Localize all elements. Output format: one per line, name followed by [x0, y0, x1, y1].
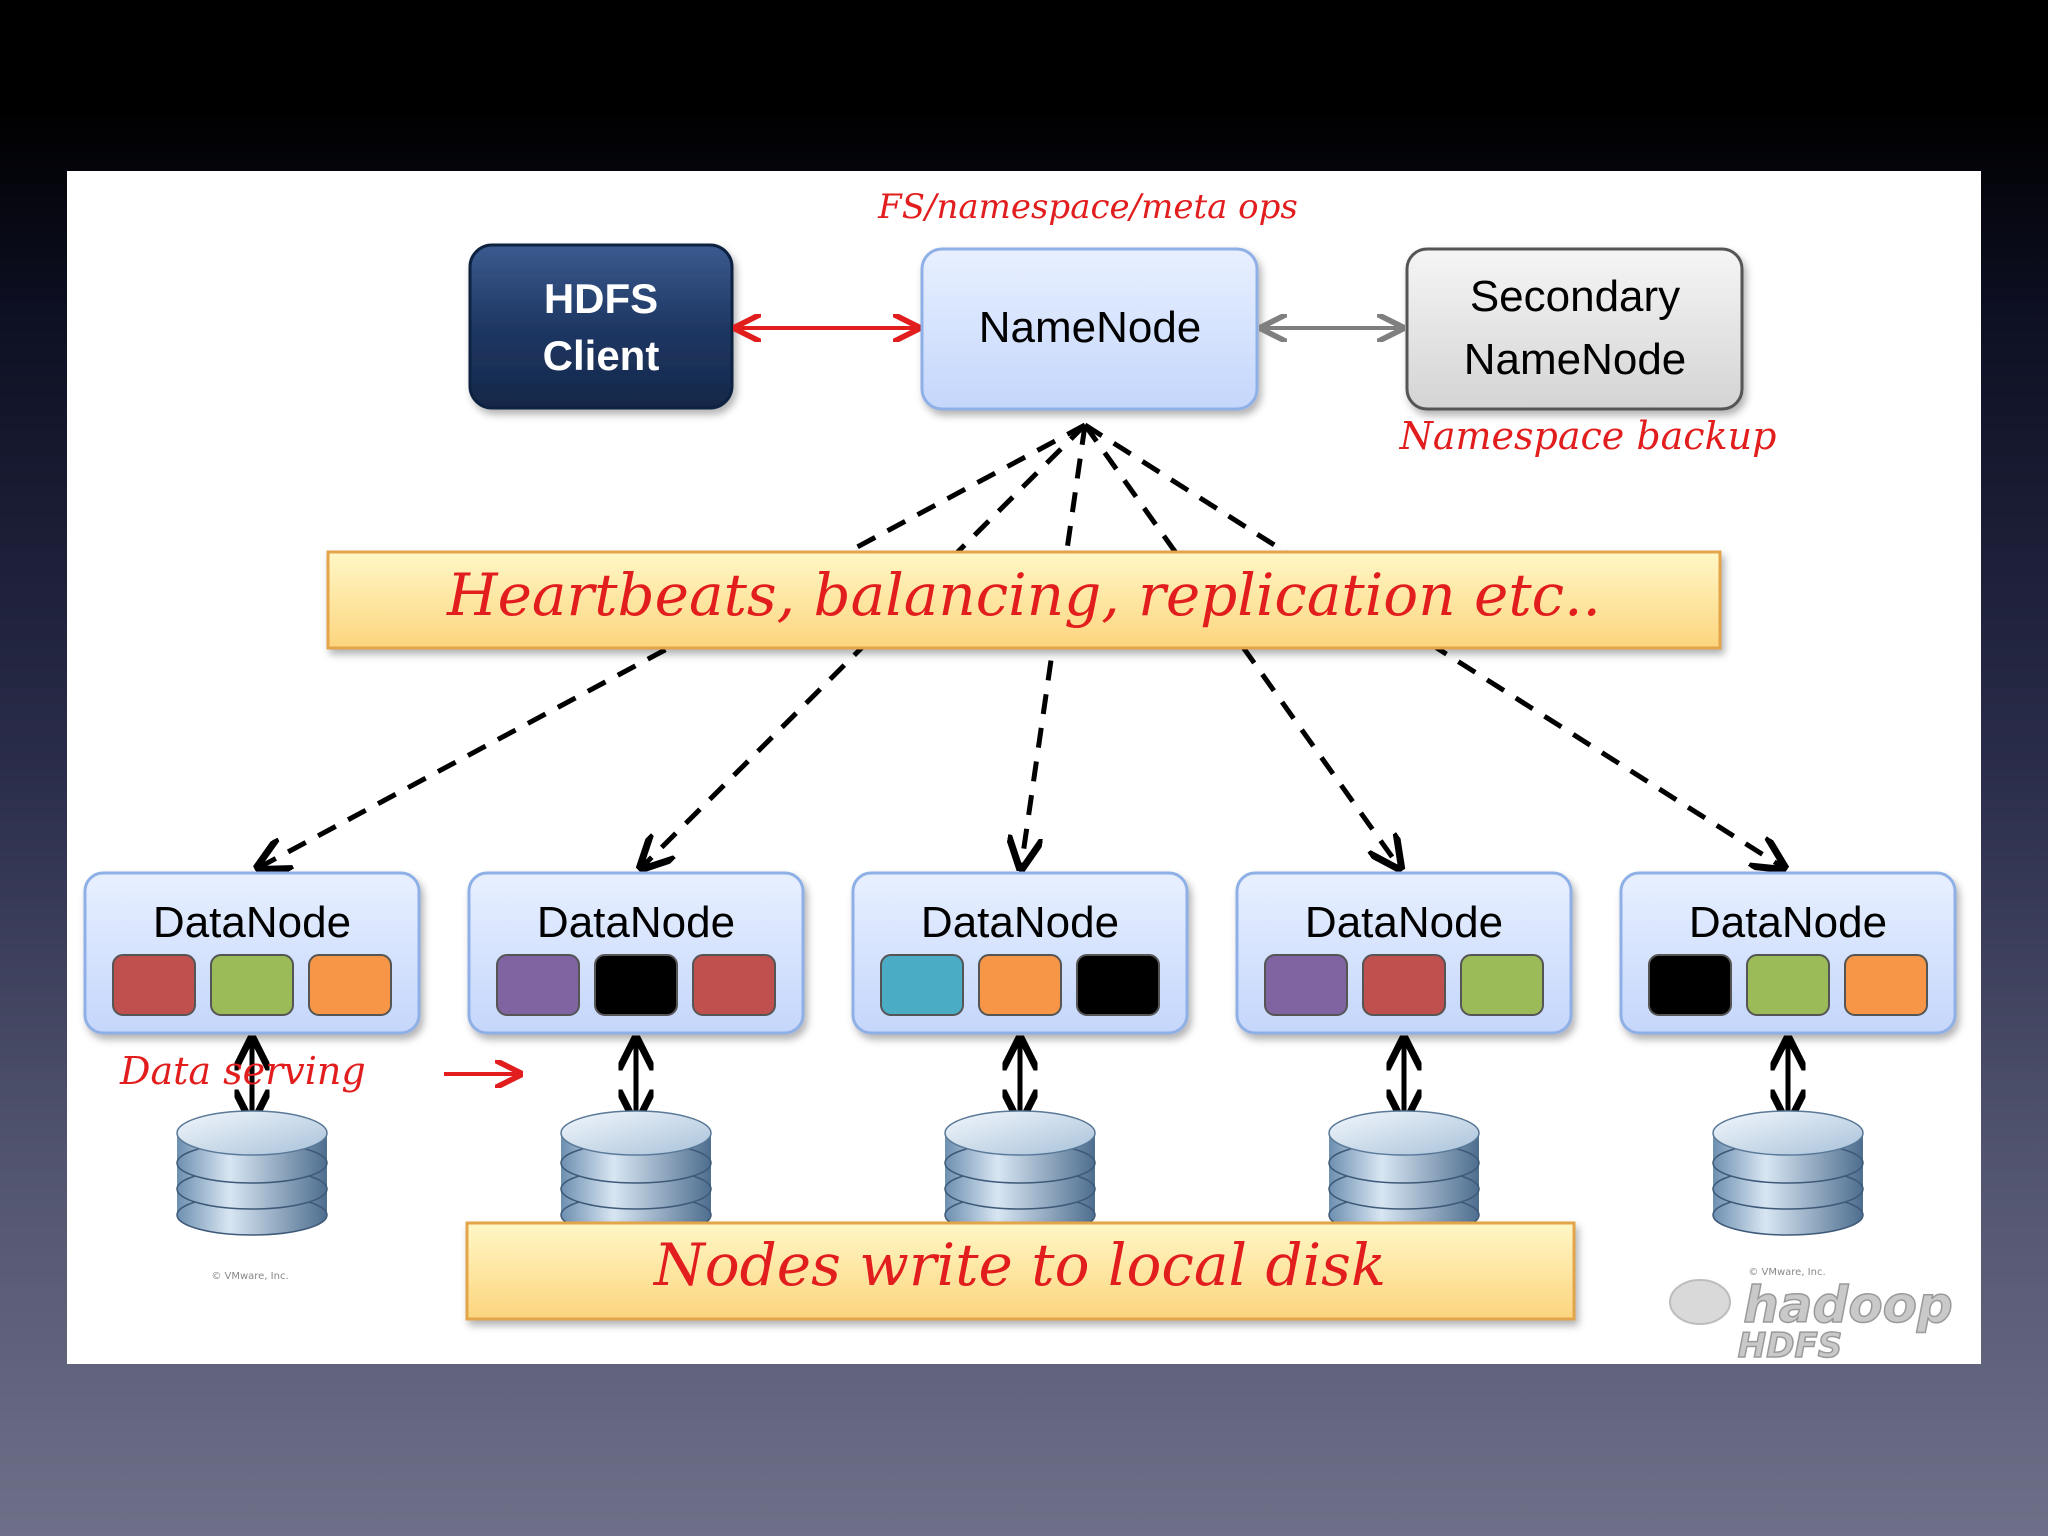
data-block-green — [210, 954, 294, 1016]
data-block-orange — [1844, 954, 1928, 1016]
datanode-label: DataNode — [153, 898, 351, 947]
namenode-label: NameNode — [979, 303, 1202, 352]
data-block-green — [1746, 954, 1830, 1016]
datanode-label: DataNode — [537, 898, 735, 947]
heartbeat-line-4 — [1082, 423, 1400, 868]
data-block-black — [594, 954, 678, 1016]
disk-icon — [176, 1110, 328, 1236]
hdfs-logo-text: HDFS — [1738, 1326, 1842, 1366]
local-disk-text: Nodes write to local disk — [652, 1231, 1386, 1299]
data-block-red — [692, 954, 776, 1016]
data-block-red — [1362, 954, 1446, 1016]
data-block-orange — [978, 954, 1062, 1016]
data-block-orange — [308, 954, 392, 1016]
local-disk-banner: Nodes write to local disk — [465, 1221, 1576, 1321]
secondary-namenode-node[interactable]: Secondary NameNode — [1405, 247, 1744, 411]
data-serving-annotation: Data serving — [119, 1049, 366, 1093]
meta-ops-annotation: FS/namespace/meta ops — [877, 187, 1298, 227]
datanode-2[interactable]: DataNode — [467, 871, 805, 1236]
disk-icon — [1712, 1110, 1864, 1236]
secondary-label-line2: NameNode — [1464, 335, 1687, 384]
data-block-black — [1076, 954, 1160, 1016]
data-block-purple — [1264, 954, 1348, 1016]
disk-icon — [944, 1110, 1096, 1236]
hadoop-hdfs-logo: hadoop HDFS — [1669, 1275, 1954, 1367]
datanode-3[interactable]: DataNode — [851, 871, 1189, 1236]
datanode-label: DataNode — [1305, 898, 1503, 947]
data-block-purple — [496, 954, 580, 1016]
heartbeats-text: Heartbeats, balancing, replication etc.. — [446, 561, 1601, 629]
disk-icon — [560, 1110, 712, 1236]
client-label-line2: Client — [543, 332, 660, 379]
vmware-credit-right: © VMware, Inc. — [1748, 1267, 1825, 1278]
namespace-backup-annotation: Namespace backup — [1399, 414, 1777, 458]
datanode-1[interactable]: DataNode — [83, 871, 421, 1236]
namenode-node[interactable]: NameNode — [920, 247, 1259, 411]
datanode-label: DataNode — [1689, 898, 1887, 947]
secondary-label-line1: Secondary — [1470, 272, 1680, 321]
datanode-label: DataNode — [921, 898, 1119, 947]
data-block-red — [112, 954, 196, 1016]
data-block-green — [1460, 954, 1544, 1016]
elephant-icon — [1669, 1279, 1731, 1325]
hdfs-client-node[interactable]: HDFS Client — [468, 243, 734, 410]
datanode-5[interactable]: DataNode — [1619, 871, 1957, 1236]
client-label-line1: HDFS — [544, 275, 658, 322]
vmware-credit-left: © VMware, Inc. — [211, 1271, 288, 1282]
hadoop-logo-text: hadoop — [1743, 1276, 1953, 1334]
data-block-blue — [880, 954, 964, 1016]
data-block-black — [1648, 954, 1732, 1016]
heartbeats-banner: Heartbeats, balancing, replication etc.. — [326, 550, 1722, 650]
datanode-4[interactable]: DataNode — [1235, 871, 1573, 1236]
disk-icon — [1328, 1110, 1480, 1236]
datanode-row: DataNode DataNode DataNode DataNode DataNode — [83, 871, 1957, 1236]
